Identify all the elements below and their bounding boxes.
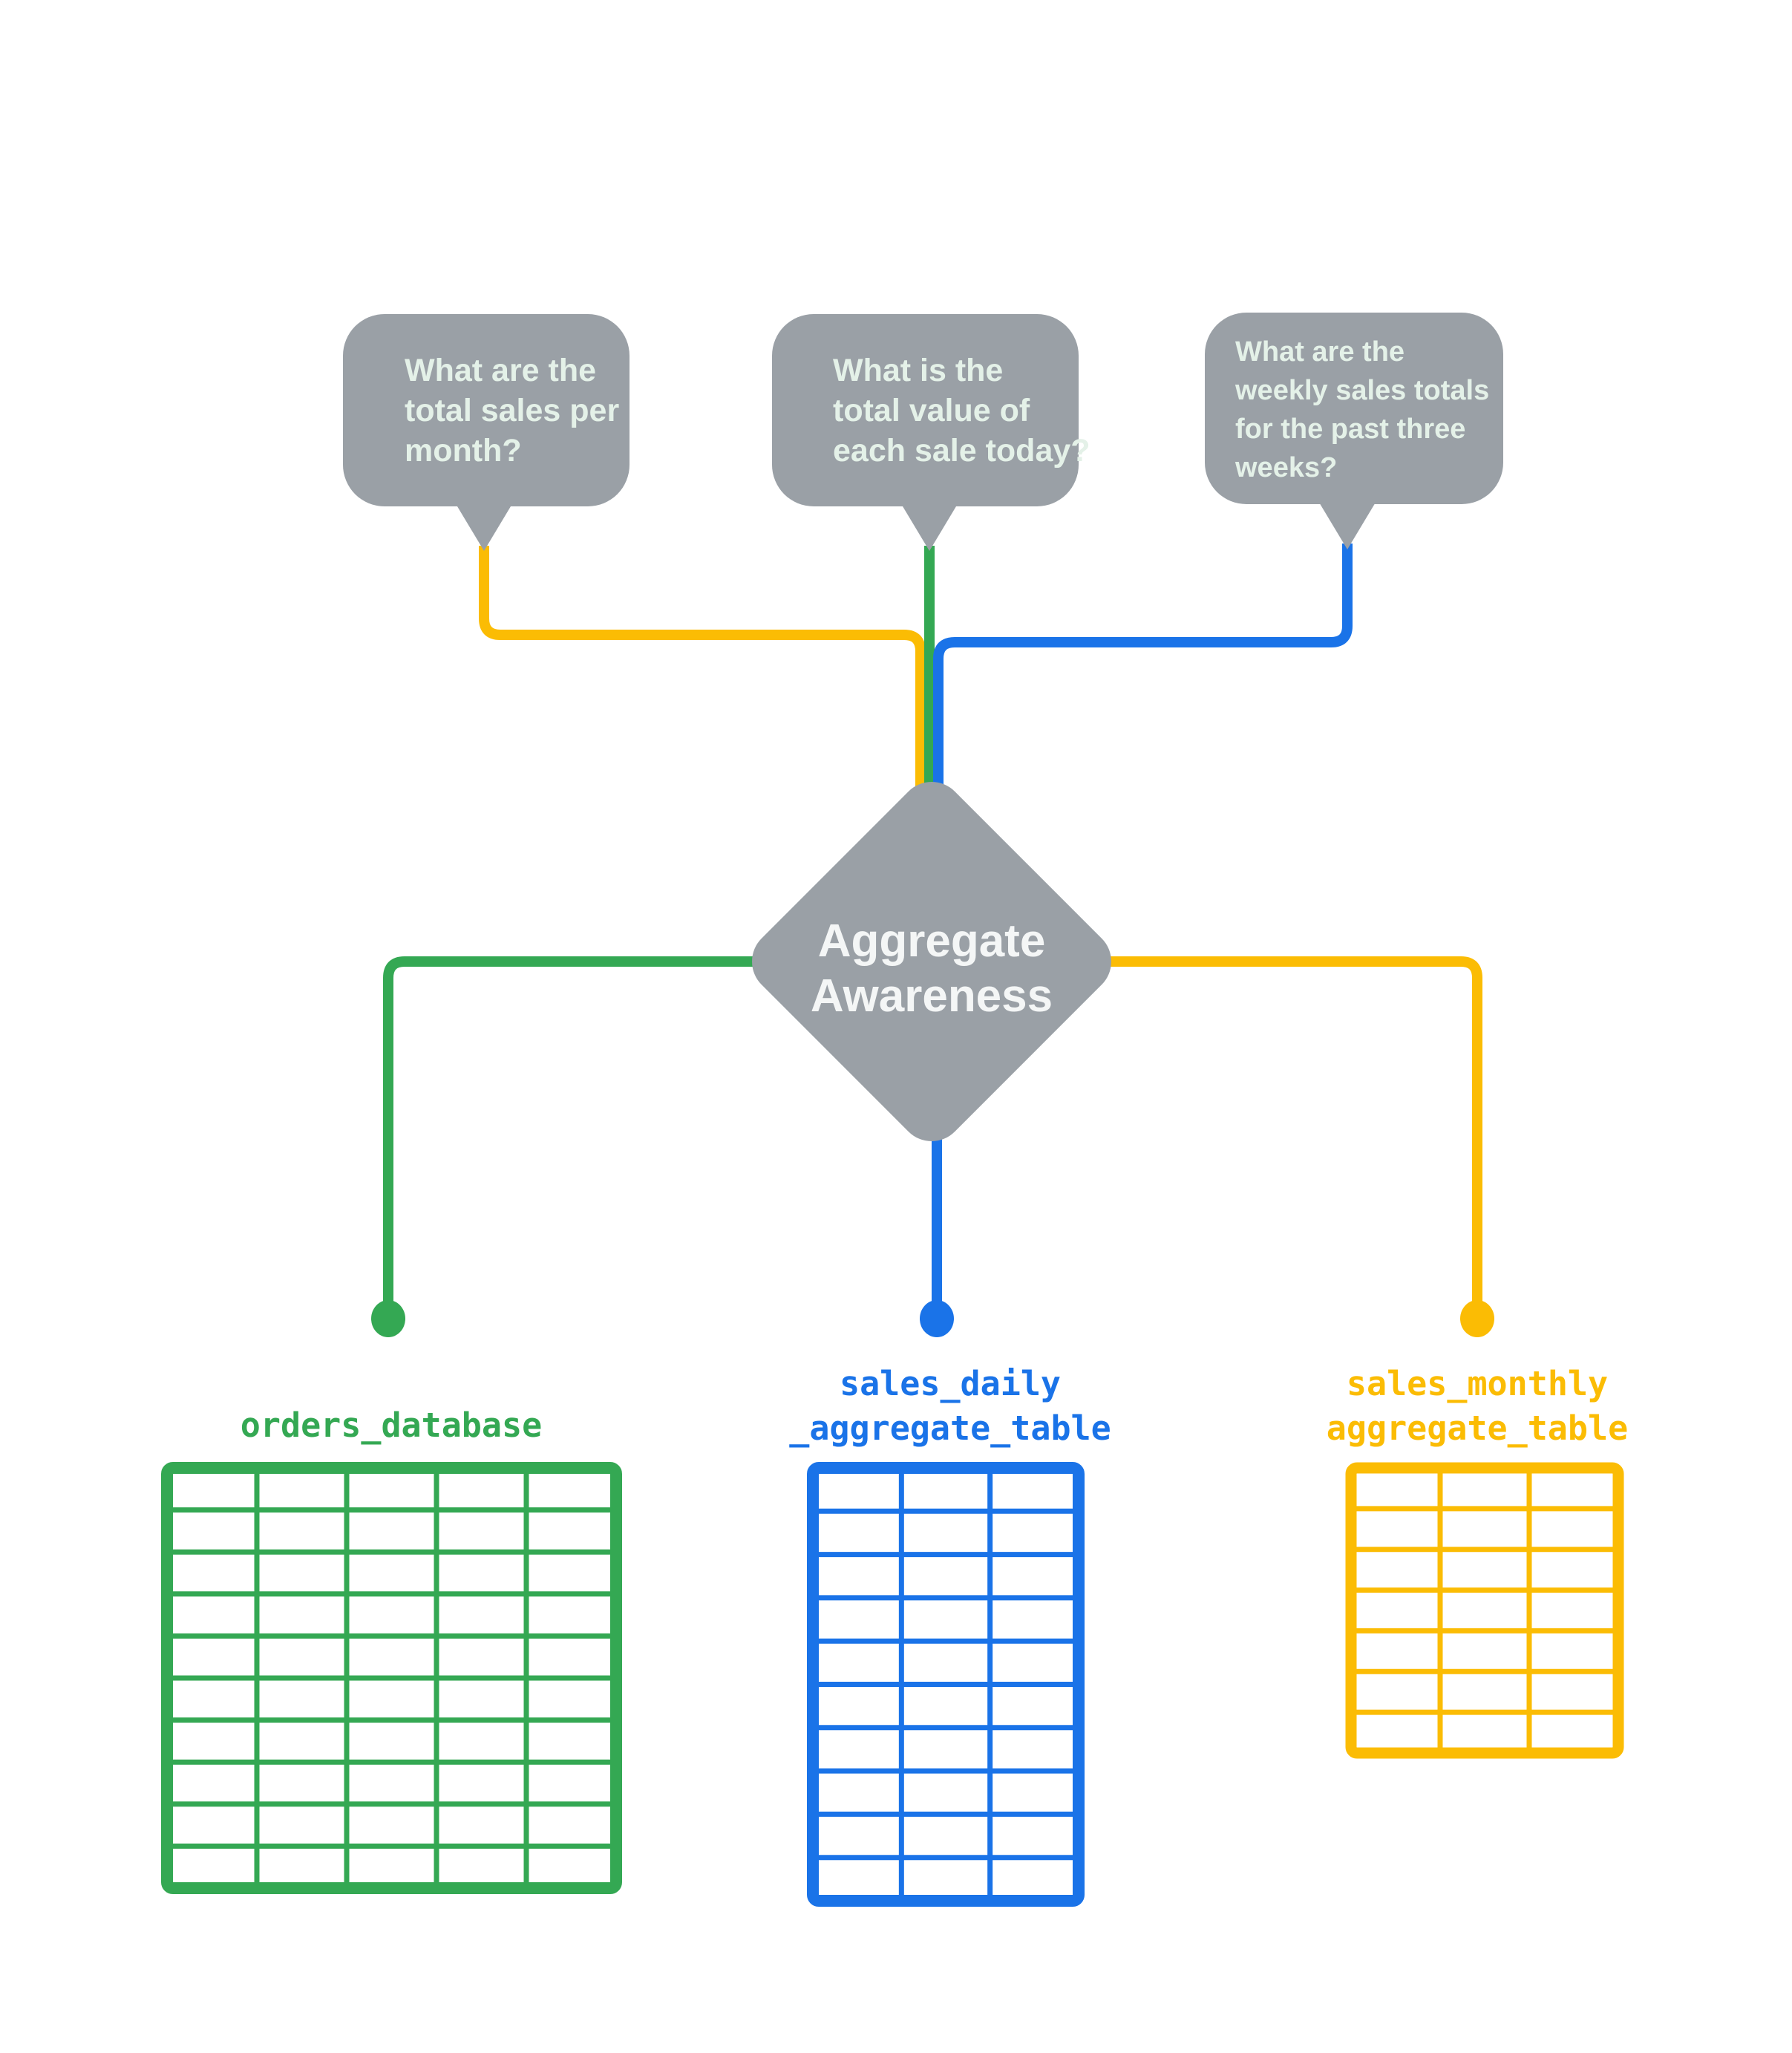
speech-bubble-body [1205,313,1503,504]
speech-bubble-text-line: weeks? [1235,452,1337,483]
sales-daily-grid [807,1462,1085,1907]
diamond-shape [752,782,1111,1141]
connector-weekly-question-line [933,544,1353,832]
grid-border [1345,1462,1624,1759]
speech-bubble-text-line: What are the [1235,336,1405,368]
speech-bubble-weekly-sales: What are the weekly sales totals for the… [1205,313,1503,549]
speech-bubble-text-line: each sale today? [833,433,1090,469]
speech-bubble-tail [898,499,961,551]
sales-monthly-grid [1345,1462,1624,1759]
table-sales-monthly-aggregate [1345,1462,1624,1759]
table-label-line: _aggregate_table [789,1409,1111,1448]
orders-database-grid [161,1462,622,1894]
grid-border [807,1462,1085,1907]
table-sales-daily-aggregate [807,1462,1085,1907]
speech-bubble-text-line: total value of [833,393,1030,428]
grid-border [161,1462,622,1894]
speech-bubble-tail [453,499,515,551]
diamond-text-line: Awareness [811,970,1053,1022]
table-orders-database [161,1462,622,1894]
connector-monthly-aggregate-line [1032,956,1482,1305]
endpoint-dot-green [371,1300,405,1337]
table-labels: orders_database sales_daily _aggregate_t… [241,1364,1628,1448]
table-label-line: sales_daily [840,1364,1061,1403]
table-label-line: orders_database [241,1406,542,1445]
connector-monthly-question-line [479,546,926,832]
speech-bubble-daily-sale-value: What is the total value of each sale tod… [772,314,1090,551]
speech-bubble-text-line: total sales per [405,393,619,428]
speech-bubble-text-line: What are the [405,353,596,388]
connector-orders-database-line [383,956,831,1305]
speech-bubble-monthly-sales: What are the total sales per month? [343,314,630,551]
table-label-line: sales_monthly [1347,1364,1608,1403]
speech-bubble-body [343,314,630,506]
speech-bubble-text-line: weekly sales totals [1235,375,1489,406]
endpoint-dot-yellow [1460,1300,1494,1337]
speech-bubble-tail [1316,497,1379,549]
table-label-line: aggregate_table [1327,1409,1628,1448]
speech-bubble-text-line: for the past three [1235,414,1465,445]
aggregate-awareness-node: Aggregate Awareness [752,782,1111,1141]
speech-bubble-text-line: month? [405,433,522,469]
diamond-text-line: Aggregate [818,915,1046,967]
endpoint-dot-blue [920,1300,954,1337]
speech-bubble-text-line: What is the [833,353,1003,388]
speech-bubble-body [772,314,1079,506]
